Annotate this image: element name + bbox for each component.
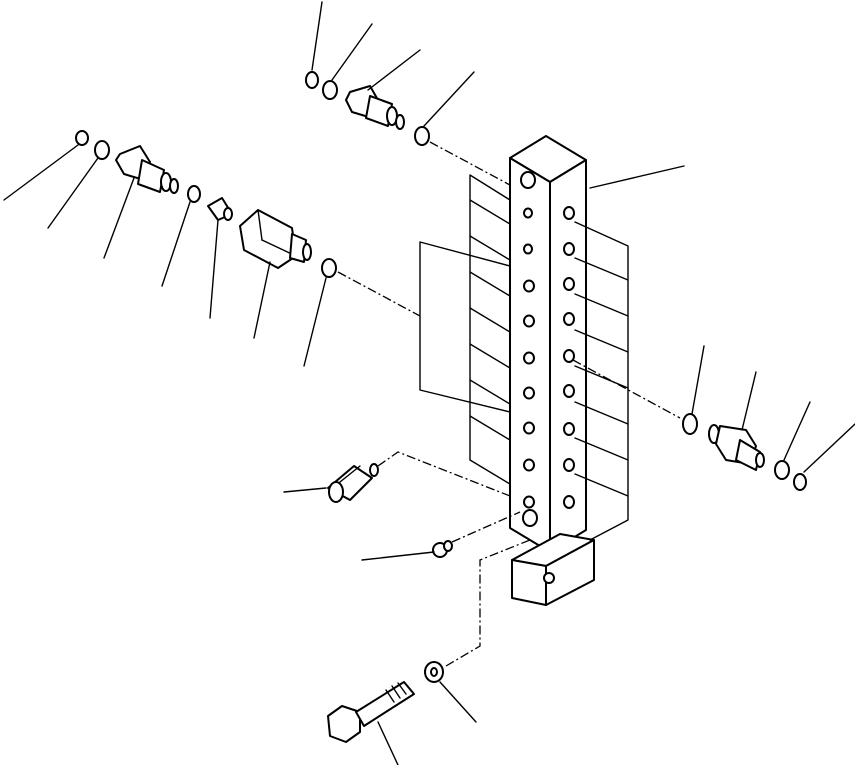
flow-line-plug: [451, 511, 521, 543]
block: [509, 135, 587, 553]
washer: [424, 661, 444, 683]
flow-line-washer: [445, 539, 531, 667]
leader-top-3: [367, 49, 421, 91]
leader-washer: [439, 681, 477, 723]
leader-left-3: [103, 177, 135, 259]
leader-sensor: [283, 487, 327, 493]
leader-block: [589, 165, 685, 189]
leader-left-2: [47, 157, 99, 229]
flow-line-right: [572, 359, 681, 419]
leader-left-7: [303, 277, 327, 367]
leader-right-2: [741, 371, 757, 431]
mount-bracket: [511, 533, 595, 606]
leader-left-6: [253, 261, 271, 339]
leader-left-4: [161, 201, 191, 287]
block-holes-side: [563, 206, 575, 509]
guide-lines-left: [419, 174, 511, 485]
leader-right-4: [803, 423, 855, 473]
leader-top-1: [311, 1, 323, 71]
leader-left-5: [209, 219, 219, 319]
leader-right-3: [783, 401, 811, 461]
valve-insert: [207, 197, 233, 221]
leader-left-1: [3, 144, 79, 201]
leader-bolt: [377, 721, 399, 765]
block-holes-front: [520, 171, 538, 527]
adapter: [239, 209, 337, 278]
plug: [432, 540, 453, 558]
fitting: [75, 130, 201, 203]
leader-right-1: [691, 345, 705, 415]
sensor: [327, 463, 379, 503]
bolt: [327, 681, 415, 743]
flow-line-sensor: [377, 451, 511, 497]
leader-top-2: [331, 23, 373, 81]
fitting: [305, 71, 430, 146]
flow-line-left: [337, 271, 421, 317]
leader-plug: [361, 551, 435, 561]
fitting: [682, 413, 807, 491]
flow-line-top: [429, 141, 511, 186]
guide-lines-right: [574, 221, 629, 541]
leader-top-4: [423, 71, 475, 127]
